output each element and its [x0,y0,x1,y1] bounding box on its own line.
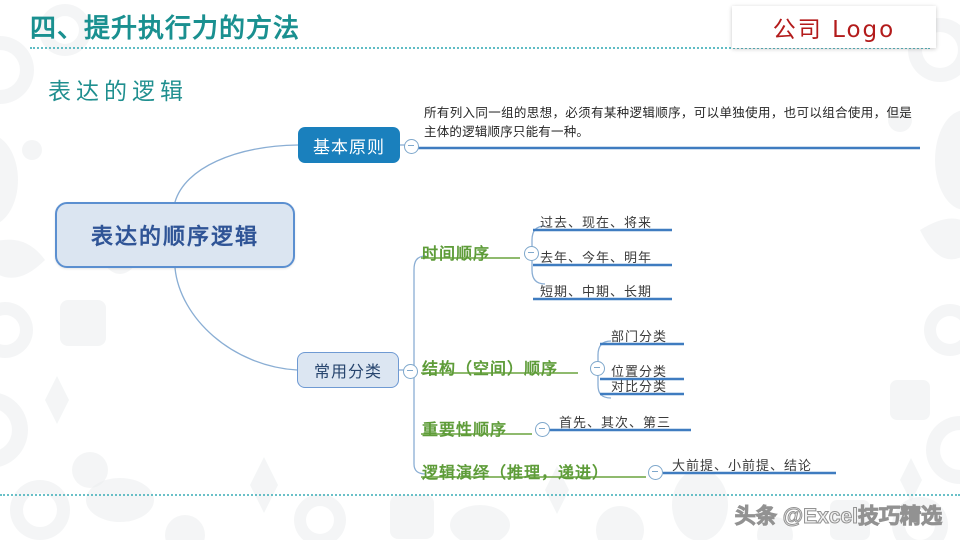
mindmap-node-principle[interactable]: 基本原则 [298,127,400,163]
leaf-time-lastyear-thisyear-nextyear[interactable]: 去年、今年、明年 [540,250,653,265]
branch-label-time-order[interactable]: 时间顺序 [422,246,491,263]
principle-description: 所有列入同一组的思想，必须有某种逻辑顺序，可以单独使用，也可以组合使用，但是主体… [424,106,912,139]
page-title: 四、提升执行力的方法 [30,13,301,43]
leaf-time-past-present-future[interactable]: 过去、现在、将来 [540,215,653,230]
leaf-structure-position[interactable]: 位置分类 [611,364,668,379]
title-divider [30,47,930,49]
branch-label-structure-order[interactable]: 结构（空间）顺序 [422,361,559,378]
collapse-toggle-classification[interactable] [403,364,418,379]
footer-divider [0,494,960,496]
leaf-structure-department[interactable]: 部门分类 [611,329,668,344]
watermark-text: 头条 @Excel技巧精选 [734,505,942,529]
company-logo-text: 公司 Logo [772,17,896,43]
leaf-time-short-mid-long[interactable]: 短期、中期、长期 [540,284,653,299]
collapse-toggle-time-order[interactable] [524,246,539,261]
company-logo-box: 公司 Logo [732,6,936,48]
mindmap-node-classification[interactable]: 常用分类 [297,352,399,388]
collapse-toggle-logic-deduction[interactable] [648,465,663,480]
leaf-structure-contrast[interactable]: 对比分类 [611,379,668,394]
leaf-logic-premises-conclusion[interactable]: 大前提、小前提、结论 [672,458,813,473]
collapse-toggle-importance-order[interactable] [535,422,550,437]
branch-label-logic-deduction[interactable]: 逻辑演绎（推理，递进） [422,465,610,482]
page-subtitle: 表达的逻辑 [48,79,188,104]
leaf-importance-first-second-third[interactable]: 首先、其次、第三 [559,415,672,430]
branch-label-importance-order[interactable]: 重要性顺序 [422,422,508,439]
collapse-toggle-principle[interactable] [404,139,419,154]
collapse-toggle-structure-order[interactable] [590,361,605,376]
mindmap-root-node[interactable]: 表达的顺序逻辑 [55,202,295,268]
